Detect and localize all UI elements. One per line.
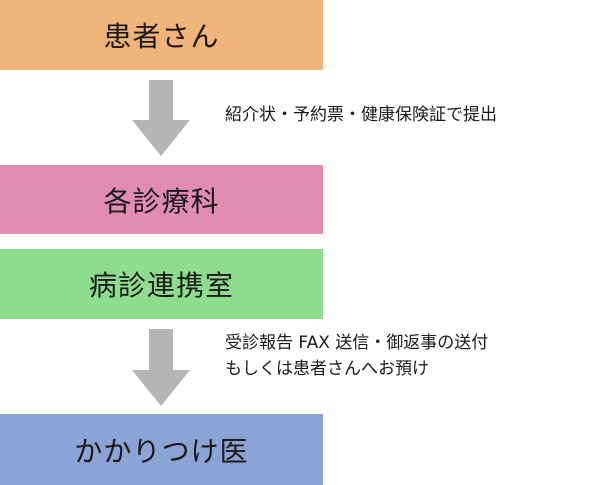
edge-note-report: 受診報告 FAX 送信・御返事の送付 もしくは患者さんへお預け [225, 330, 488, 382]
node-liaison-office-label: 病診連携室 [88, 269, 234, 302]
node-family-doctor: かかりつけ医 [0, 414, 323, 485]
edge-note-line: 受診報告 FAX 送信・御返事の送付 [225, 333, 489, 353]
node-liaison-office: 病診連携室 [0, 249, 323, 319]
node-departments: 各診療科 [0, 165, 323, 234]
down-arrow-icon [132, 329, 190, 406]
node-family-doctor-label: かかりつけ医 [74, 434, 249, 468]
node-departments-label: 各診療科 [103, 184, 220, 218]
edge-note-referral: 紹介状・予約票・健康保険証で提出 [225, 102, 497, 128]
node-patient: 患者さん [0, 0, 323, 70]
edge-note-line: 紹介状・予約票・健康保険証で提出 [225, 105, 497, 125]
edge-note-line: もしくは患者さんへお預け [225, 359, 429, 379]
node-patient-label: 患者さん [103, 20, 220, 53]
down-arrow-icon [132, 80, 190, 156]
